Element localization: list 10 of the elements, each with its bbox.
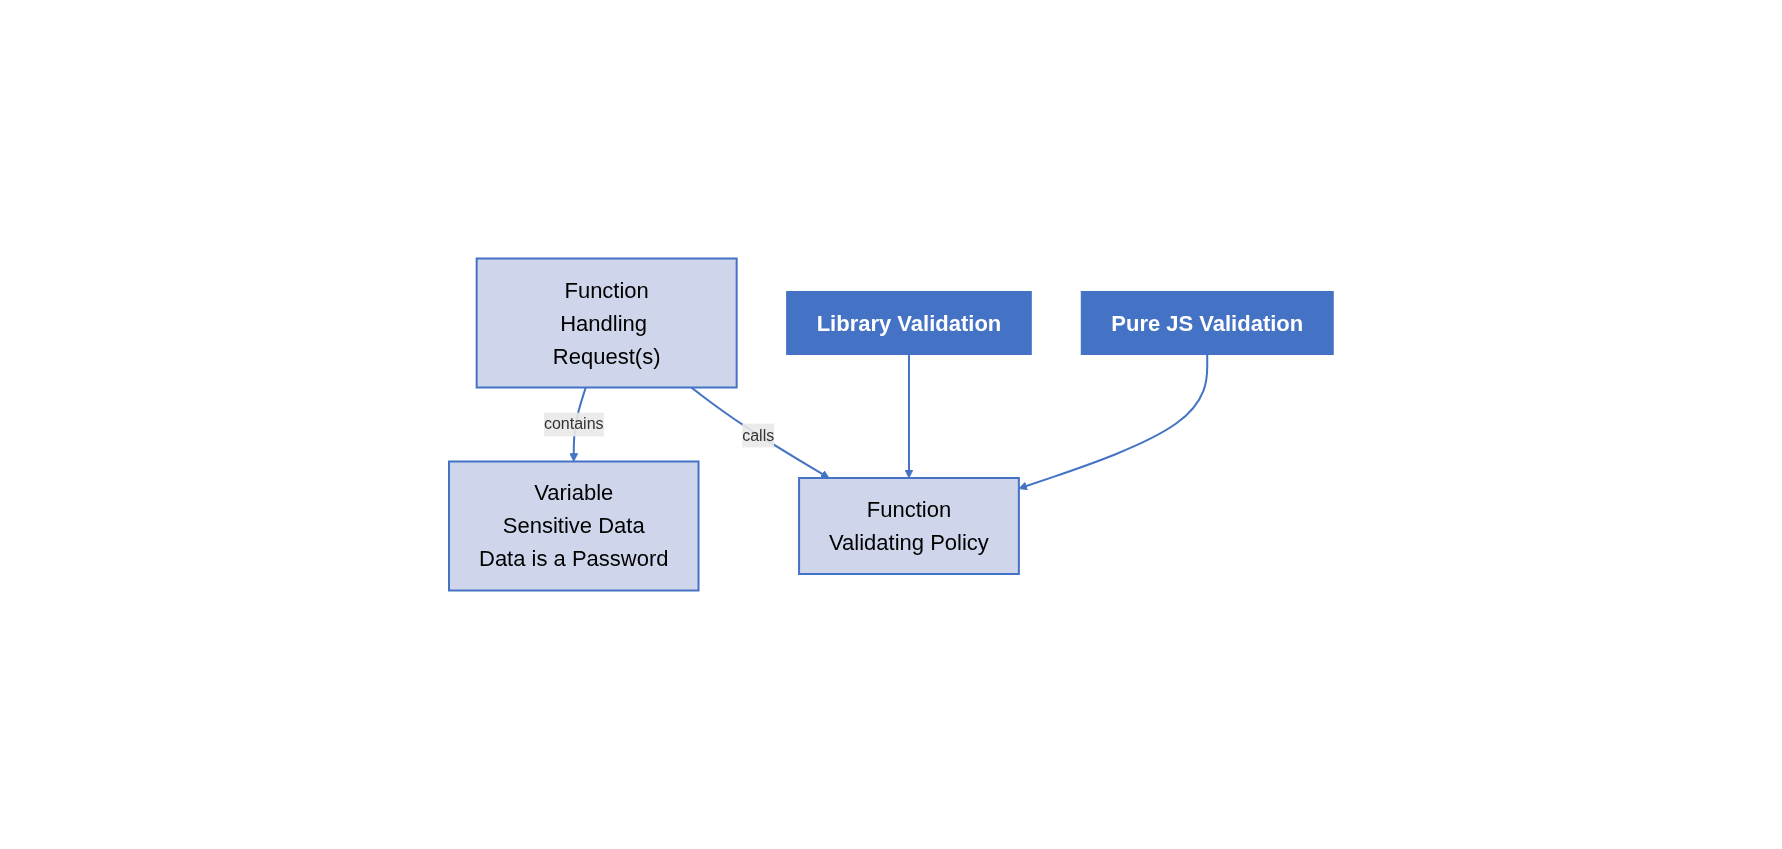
node-box: Variable Sensitive Data Data is a Password <box>447 460 700 592</box>
edge-label: contains <box>543 415 604 433</box>
arrow <box>1018 353 1209 491</box>
node-box: Function Handling Request(s) <box>475 257 738 389</box>
node-box: Library Validation <box>786 291 1032 355</box>
arrow <box>690 386 830 479</box>
arrow <box>904 353 914 479</box>
edge-label: calls <box>742 426 775 444</box>
node-box: Function Validating Policy <box>797 477 1020 575</box>
node-box: Pure JS Validation <box>1080 291 1334 355</box>
